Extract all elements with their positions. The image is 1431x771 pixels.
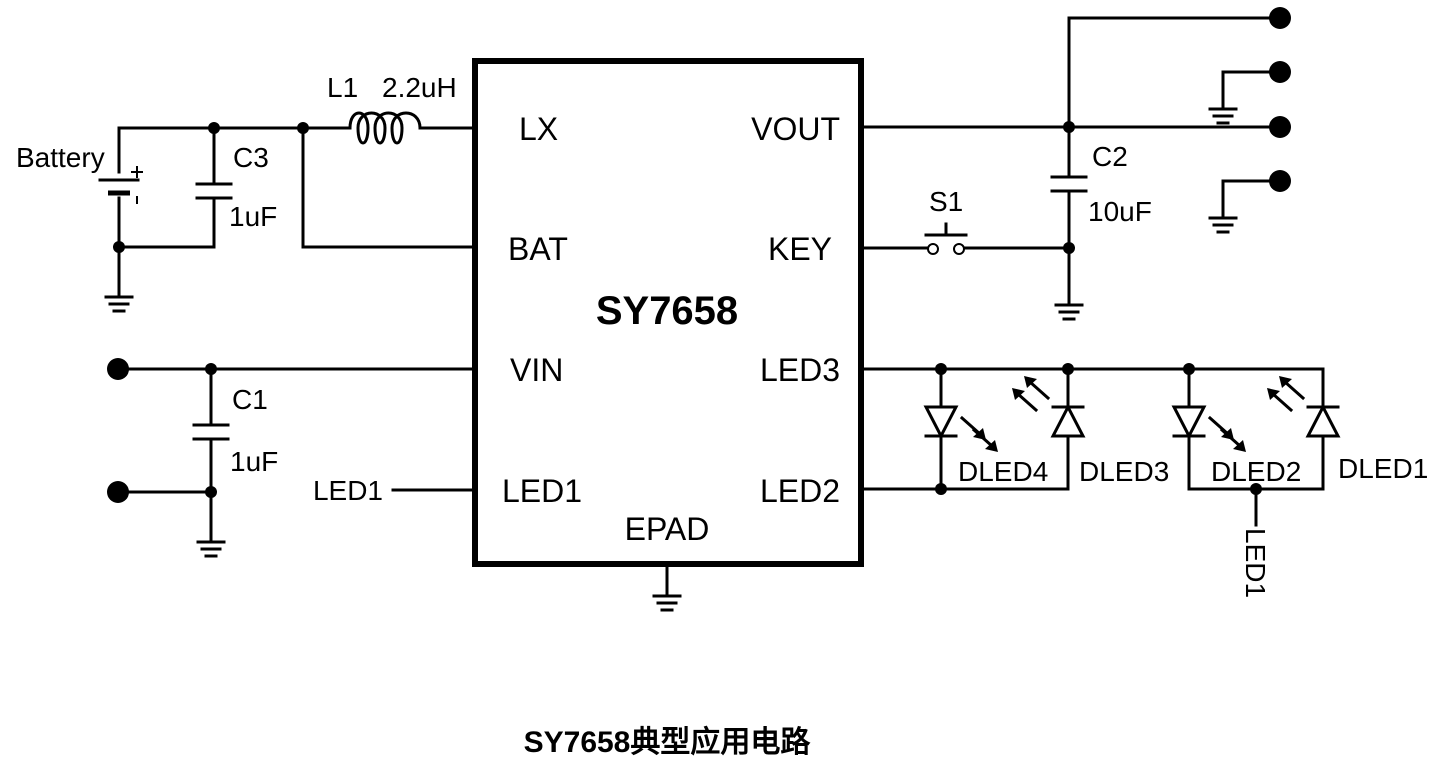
- s1-label: S1: [929, 186, 963, 217]
- pin-led2: LED2: [760, 473, 840, 509]
- ic-body: [472, 58, 864, 567]
- connector-ground-2: [1208, 204, 1238, 234]
- led-dled3: [1010, 374, 1086, 438]
- net-led1-left: LED1: [313, 475, 383, 506]
- c2-label: C2: [1092, 141, 1128, 172]
- c2-value: 10uF: [1088, 196, 1152, 227]
- c3-label: C3: [233, 142, 269, 173]
- switch-s1[interactable]: [924, 222, 968, 255]
- c3-value: 1uF: [229, 201, 277, 232]
- pin-key: KEY: [768, 231, 832, 267]
- epad-ground: [652, 565, 682, 612]
- pin-vin: VIN: [510, 352, 563, 388]
- capacitor-c2: [1050, 175, 1088, 193]
- capacitor-c1: [192, 423, 230, 441]
- connector-ground-1: [1208, 95, 1238, 125]
- c1-ground: [196, 528, 226, 558]
- capacitor-c3: [195, 182, 233, 200]
- vout-section-wires: [859, 16, 1282, 295]
- figure-caption: SY7658典型应用电路: [524, 725, 812, 759]
- pin-led3: LED3: [760, 352, 840, 388]
- gnd-terminal-left[interactable]: [107, 481, 129, 503]
- pin-lx: LX: [519, 111, 558, 147]
- pin-epad: EPAD: [625, 511, 710, 547]
- chip-name: SY7658: [596, 289, 738, 333]
- led-dled4: [923, 405, 1000, 454]
- led-section-wires: [859, 367, 1325, 527]
- pin-vout: VOUT: [751, 111, 840, 147]
- connector-pin-3[interactable]: [1269, 116, 1291, 138]
- battery-symbol: [98, 166, 143, 204]
- dled2-label: DLED2: [1211, 456, 1301, 487]
- inductor-l1: [348, 111, 422, 145]
- l1-value: 2.2uH: [382, 72, 457, 103]
- c2-ground: [1054, 291, 1084, 321]
- pin-led1: LED1: [502, 473, 582, 509]
- led-dled2: [1171, 405, 1248, 454]
- vin-terminal[interactable]: [107, 358, 129, 380]
- c1-value: 1uF: [230, 446, 278, 477]
- battery-label: Battery: [16, 142, 105, 173]
- pin-bat: BAT: [508, 231, 568, 267]
- led-dled1: [1265, 374, 1341, 438]
- connector-pin-4[interactable]: [1269, 170, 1291, 192]
- connector-pin-2[interactable]: [1269, 61, 1291, 83]
- connector-pin-1[interactable]: [1269, 7, 1291, 29]
- dled3-label: DLED3: [1079, 456, 1169, 487]
- dled4-label: DLED4: [958, 456, 1048, 487]
- net-led1-bottom: LED1: [1240, 528, 1271, 598]
- c1-label: C1: [232, 384, 268, 415]
- l1-label: L1: [327, 72, 358, 103]
- battery-ground: [104, 283, 134, 313]
- battery-section-wires: [117, 126, 477, 287]
- dled1-label: DLED1: [1338, 453, 1428, 484]
- vin-section-wires: [116, 367, 477, 532]
